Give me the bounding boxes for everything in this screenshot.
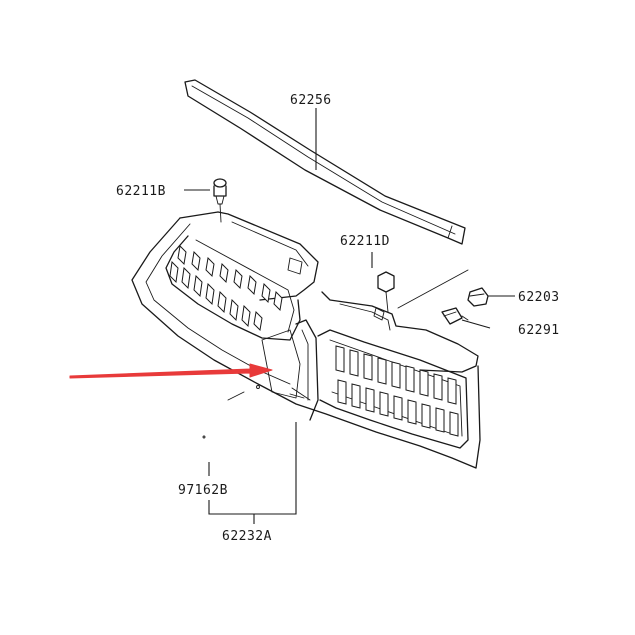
red-arrow-annotation [69, 363, 273, 379]
label-62291: 62291 [518, 323, 560, 338]
label-62211b: 62211B [116, 184, 166, 199]
label-62232a: 62232A [222, 529, 272, 544]
label-62256: 62256 [290, 93, 332, 108]
label-97162b: 97162B [178, 483, 228, 498]
leader-62232a [208, 422, 297, 515]
clip-62211d [377, 271, 395, 313]
right-grille-slats [335, 345, 459, 437]
screw-62291 [441, 307, 469, 325]
left-grille-slats [169, 244, 283, 332]
label-62211d: 62211D [340, 234, 390, 249]
mount-line [397, 269, 469, 309]
leader-62291 [461, 319, 491, 329]
trim-strip-62256 [184, 79, 466, 245]
clip-62211b [213, 178, 227, 223]
radiator-grille-62232a [131, 211, 481, 469]
label-62203: 62203 [518, 290, 560, 305]
nut-62203 [467, 287, 489, 307]
